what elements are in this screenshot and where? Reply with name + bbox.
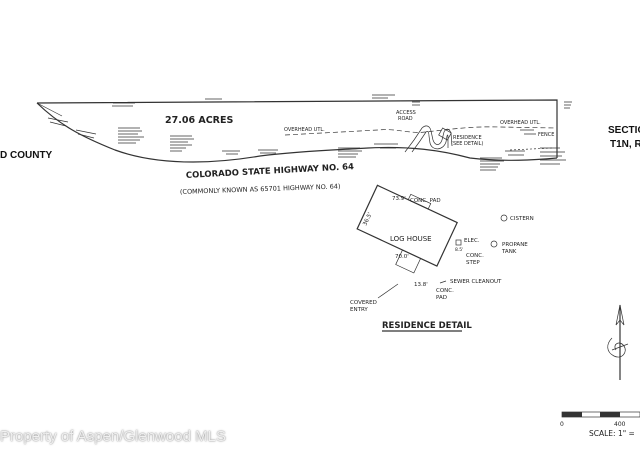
dim-entry: 13.8' (414, 282, 428, 288)
acres-label: 27.06 ACRES (165, 115, 233, 126)
covered-entry-leader (377, 283, 399, 299)
township-label: T1N, R (610, 139, 640, 150)
bearing-annotations (47, 94, 572, 171)
residence-detail: 73.9' 36.5' 70.0' 8.5' 13.8' LOG HOUSE C… (350, 184, 534, 332)
dim-side: 8.5' (455, 247, 463, 253)
overhead-utility-line (284, 126, 557, 136)
sewer-cleanout-label: SEWER CLEANOUT (450, 279, 502, 285)
propane-tank-symbol (490, 240, 498, 248)
cistern-label: CISTERN (510, 216, 534, 222)
overhead-util-label-1: OVERHEAD UTL. (284, 127, 325, 133)
residence-callout-label: RESIDENCE(SEE DETAIL) (451, 135, 483, 147)
elec-symbol (455, 239, 462, 246)
overhead-util-label-2: OVERHEAD UTL. (500, 120, 541, 126)
scale-tick-0: 0 (560, 421, 564, 428)
cistern-symbol (500, 214, 508, 222)
access-road (404, 125, 453, 153)
scale-tick-400: 400 (614, 421, 626, 428)
highway-label: COLORADO STATE HIGHWAY NO. 64 (186, 162, 355, 181)
log-house-label: LOG HOUSE (390, 235, 432, 243)
elec-label: ELEC. (464, 238, 480, 244)
sewer-cleanout-leader (439, 280, 447, 284)
dim-top: 73.9' (392, 196, 406, 202)
dim-left: 36.5' (362, 212, 373, 227)
scale-label: SCALE: 1" = (589, 429, 635, 438)
dim-bottom: 70.0' (395, 254, 409, 260)
section-label: SECTIO (608, 125, 640, 136)
conc-pad-top-label: CONC. PAD (410, 198, 441, 204)
north-arrow-icon (607, 304, 629, 380)
residence-detail-title: RESIDENCE DETAIL (382, 321, 472, 331)
county-label: D COUNTY (0, 150, 53, 161)
covered-entry-outline (395, 249, 422, 274)
conc-step-label: CONC.STEP (466, 253, 484, 266)
conc-pad-top (407, 193, 432, 210)
fence-line (509, 147, 553, 151)
scale-bar: 0 400 SCALE: 1" = (560, 411, 640, 438)
fence-label: FENCE (538, 132, 554, 138)
residence-footprint (438, 127, 452, 141)
conc-pad-bottom-label: CONC.PAD (436, 288, 454, 301)
mls-watermark: Property of Aspen/Glenwood MLS (0, 428, 226, 445)
highway-aka-label: (COMMONLY KNOWN AS 65701 HIGHWAY NO. 64) (180, 182, 341, 196)
